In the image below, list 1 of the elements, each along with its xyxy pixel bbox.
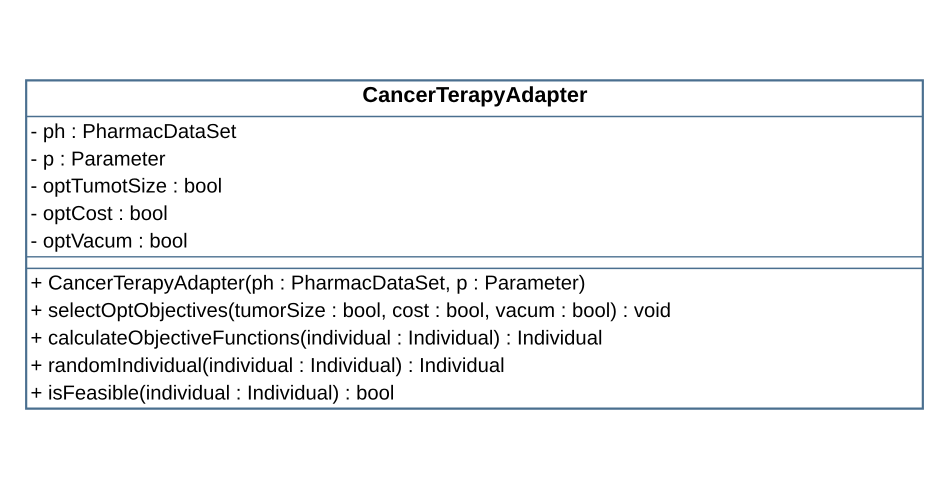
node-box: - ph : PharmacDataSet - p : Parameter - optTumotSize : bool - optCost : bool - optVacum : bool <box>25 115 924 258</box>
